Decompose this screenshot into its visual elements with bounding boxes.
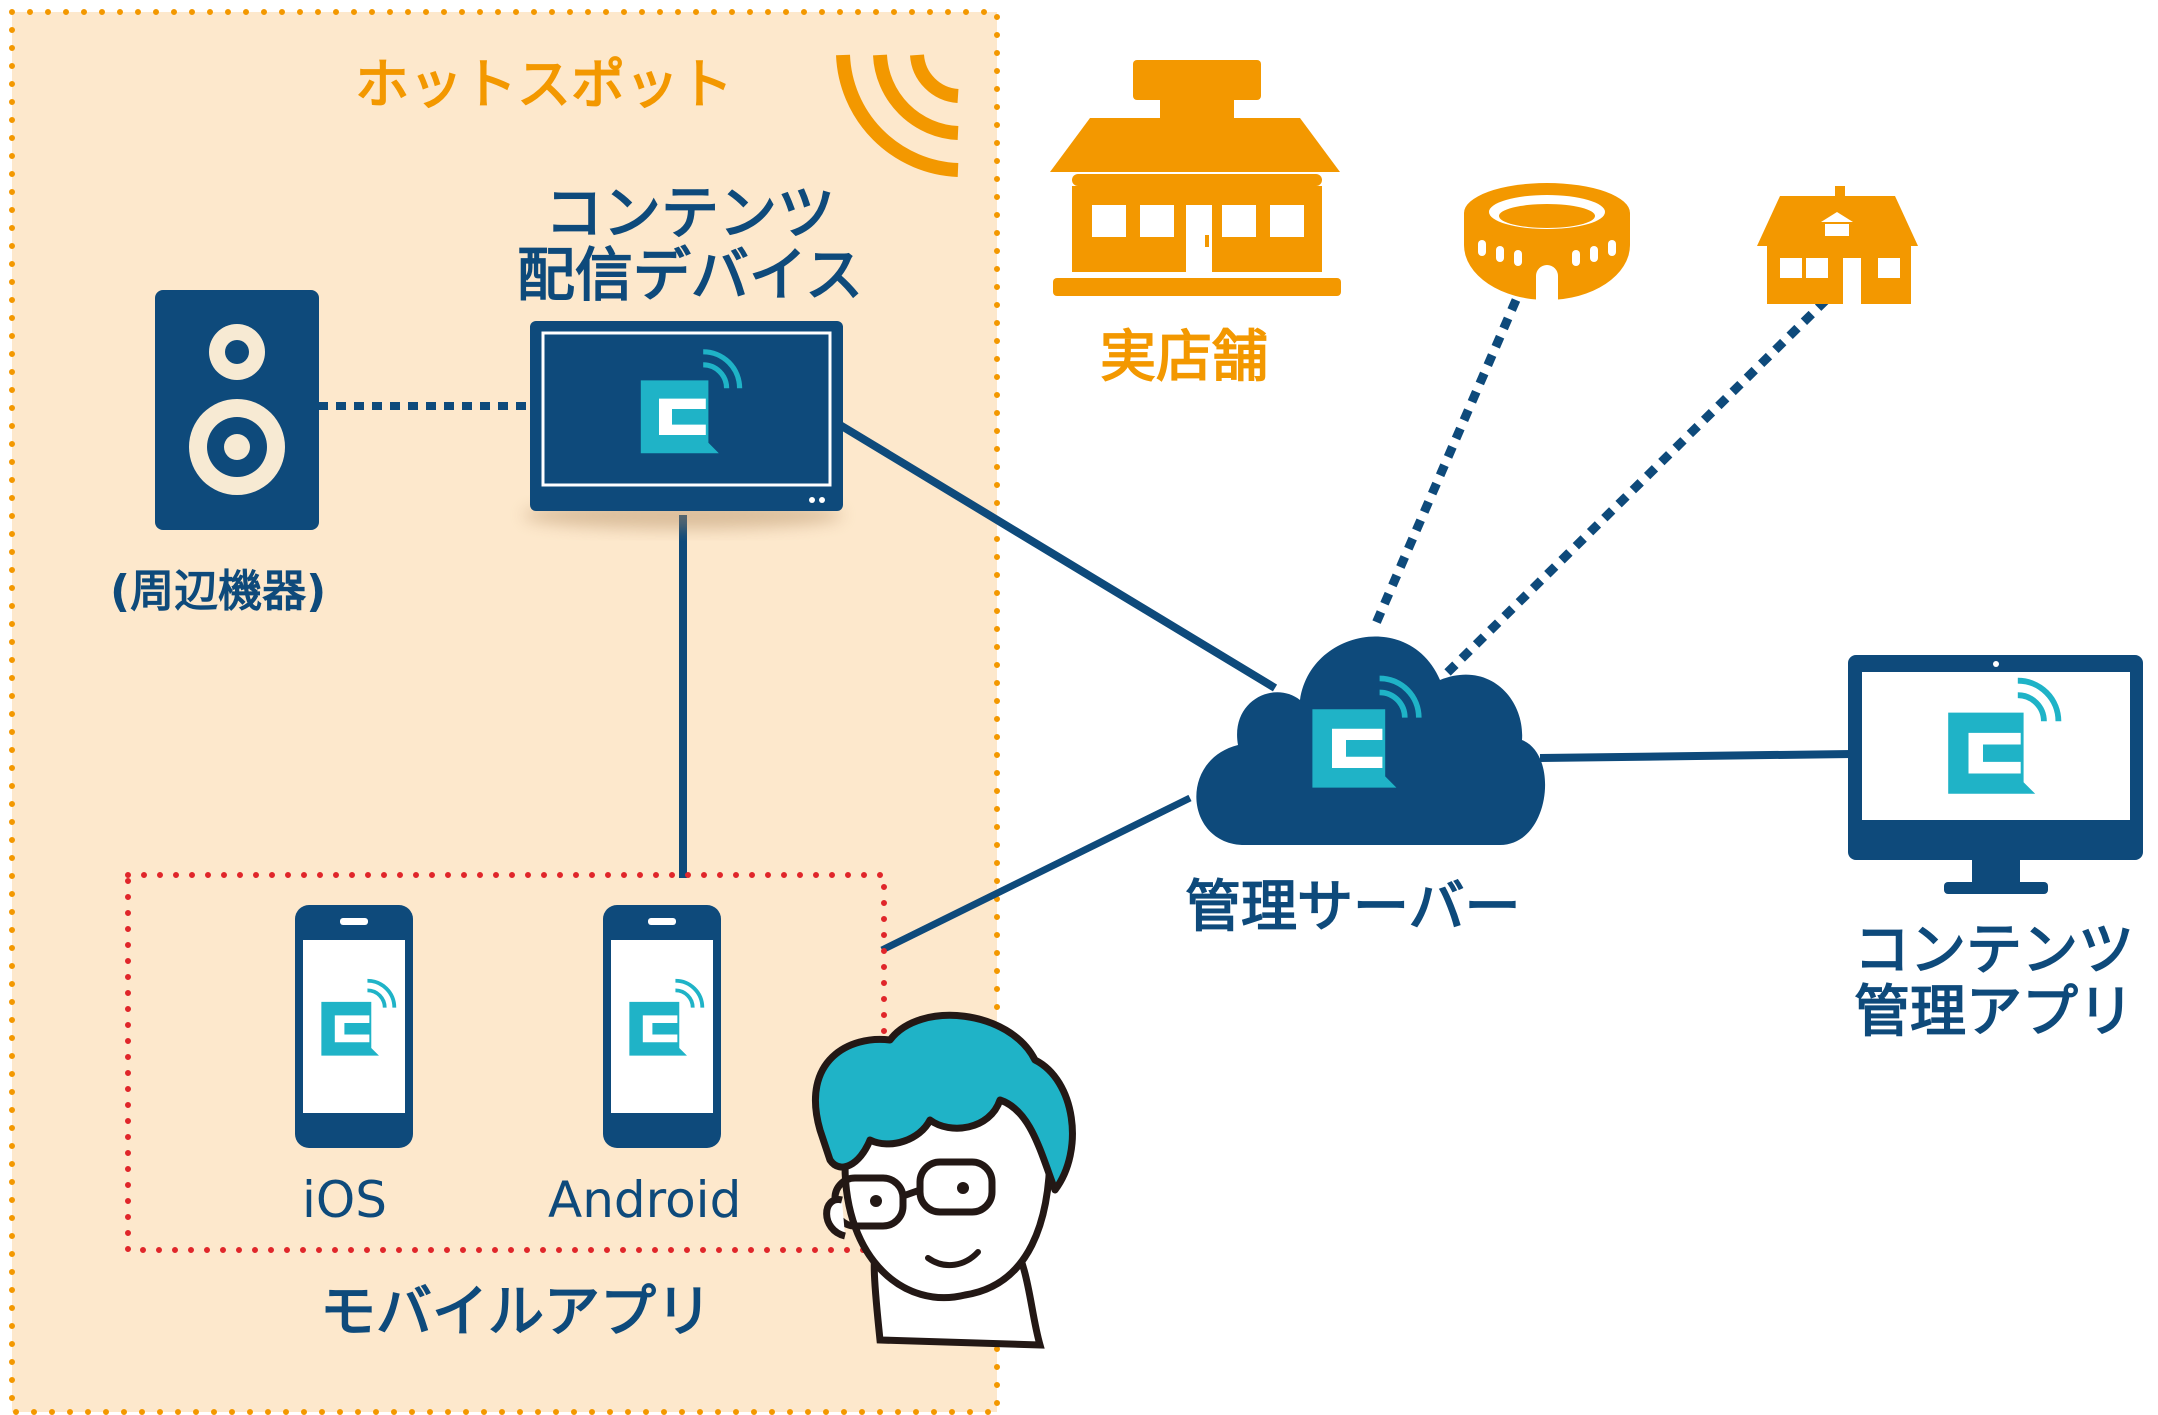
platform-label-ios: iOS: [302, 1171, 387, 1229]
management-app-label-line2: 管理アプリ: [1854, 980, 2134, 1045]
desktop-monitor-icon: [1848, 655, 2143, 894]
content-device-label: コンテンツ 配信デバイス: [490, 182, 890, 306]
content-device-label-line2: 配信デバイス: [516, 241, 864, 309]
stores-label: 実店舗: [1100, 325, 1268, 390]
hotspot-area: [9, 9, 1000, 1415]
user-face-icon: [811, 1011, 1076, 1349]
house-icon: [1757, 186, 1918, 304]
smartphone-icon-ios: [295, 905, 413, 1148]
house-server-link: [1443, 296, 1830, 677]
mobile-server-link: [880, 794, 1192, 954]
peripheral-label: (周辺機器): [110, 566, 327, 617]
server-label: 管理サーバー: [1185, 875, 1521, 940]
cloud-icon: [1196, 636, 1546, 845]
platform-label-android: Android: [548, 1171, 742, 1229]
management-app-label: コンテンツ 管理アプリ: [1830, 920, 2158, 1044]
speaker-icon: [155, 290, 319, 530]
stadium-icon: [1464, 183, 1630, 300]
management-app-label-line1: コンテンツ: [1854, 918, 2134, 983]
smartphone-icon-android: [603, 905, 721, 1148]
shop-icon: [1050, 60, 1341, 296]
connectors: [318, 296, 1853, 954]
stadium-server-link: [1369, 298, 1521, 630]
hotspot-label: ホットスポット: [355, 53, 733, 116]
server-app-link: [1539, 750, 1853, 762]
display-screen-icon: [523, 321, 843, 529]
mobile-app-label: モバイルアプリ: [320, 1280, 712, 1345]
device-server-link: [837, 421, 1278, 692]
wifi-signal-icon: [836, 54, 959, 177]
content-device-label-line1: コンテンツ: [544, 179, 835, 247]
